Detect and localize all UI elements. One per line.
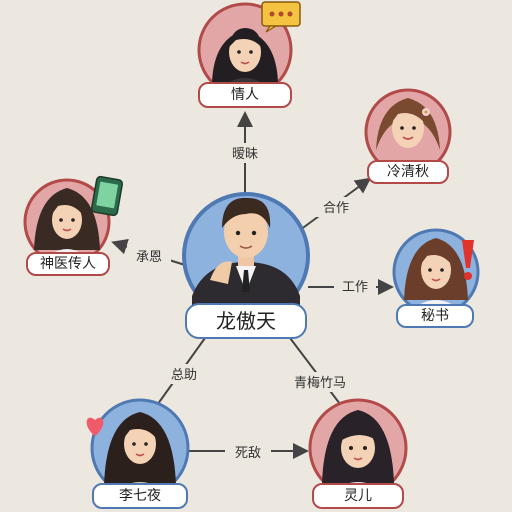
node-lengqingqiu-label: 冷清秋 (367, 160, 449, 184)
man-portrait-icon (192, 197, 300, 305)
node-linger[interactable] (308, 398, 408, 498)
node-secretary-label: 秘书 (396, 304, 474, 328)
edge-label-cooperate: 合作 (323, 201, 349, 216)
node-secretary[interactable] (392, 228, 480, 316)
heart-icon (86, 417, 104, 436)
woman-portrait-icon (376, 98, 440, 150)
node-liqiye-label: 李七夜 (92, 483, 188, 509)
node-lover-label: 情人 (198, 82, 292, 108)
woman-portrait-icon (404, 238, 468, 312)
edge-label-assist: 总助 (171, 368, 197, 383)
edge-label-grace: 承恩 (136, 250, 162, 265)
node-center[interactable] (182, 192, 310, 320)
speech-bubble-icon (261, 1, 301, 33)
node-shenyi[interactable] (23, 175, 124, 266)
node-lengqingqiu[interactable] (364, 88, 452, 176)
node-linger-label: 灵儿 (312, 483, 404, 509)
node-shenyi-label: 神医传人 (26, 252, 110, 276)
edge-label-enemy: 死敌 (235, 446, 261, 461)
edge-label-ambiguous: 暧昧 (232, 147, 258, 162)
exclamation-icon (462, 240, 474, 280)
edge-label-childhood: 青梅竹马 (294, 376, 346, 391)
node-liqiye[interactable] (86, 398, 190, 498)
edge-label-work: 工作 (342, 280, 368, 295)
phone-icon (90, 175, 124, 217)
node-center-label: 龙傲天 (185, 303, 307, 339)
